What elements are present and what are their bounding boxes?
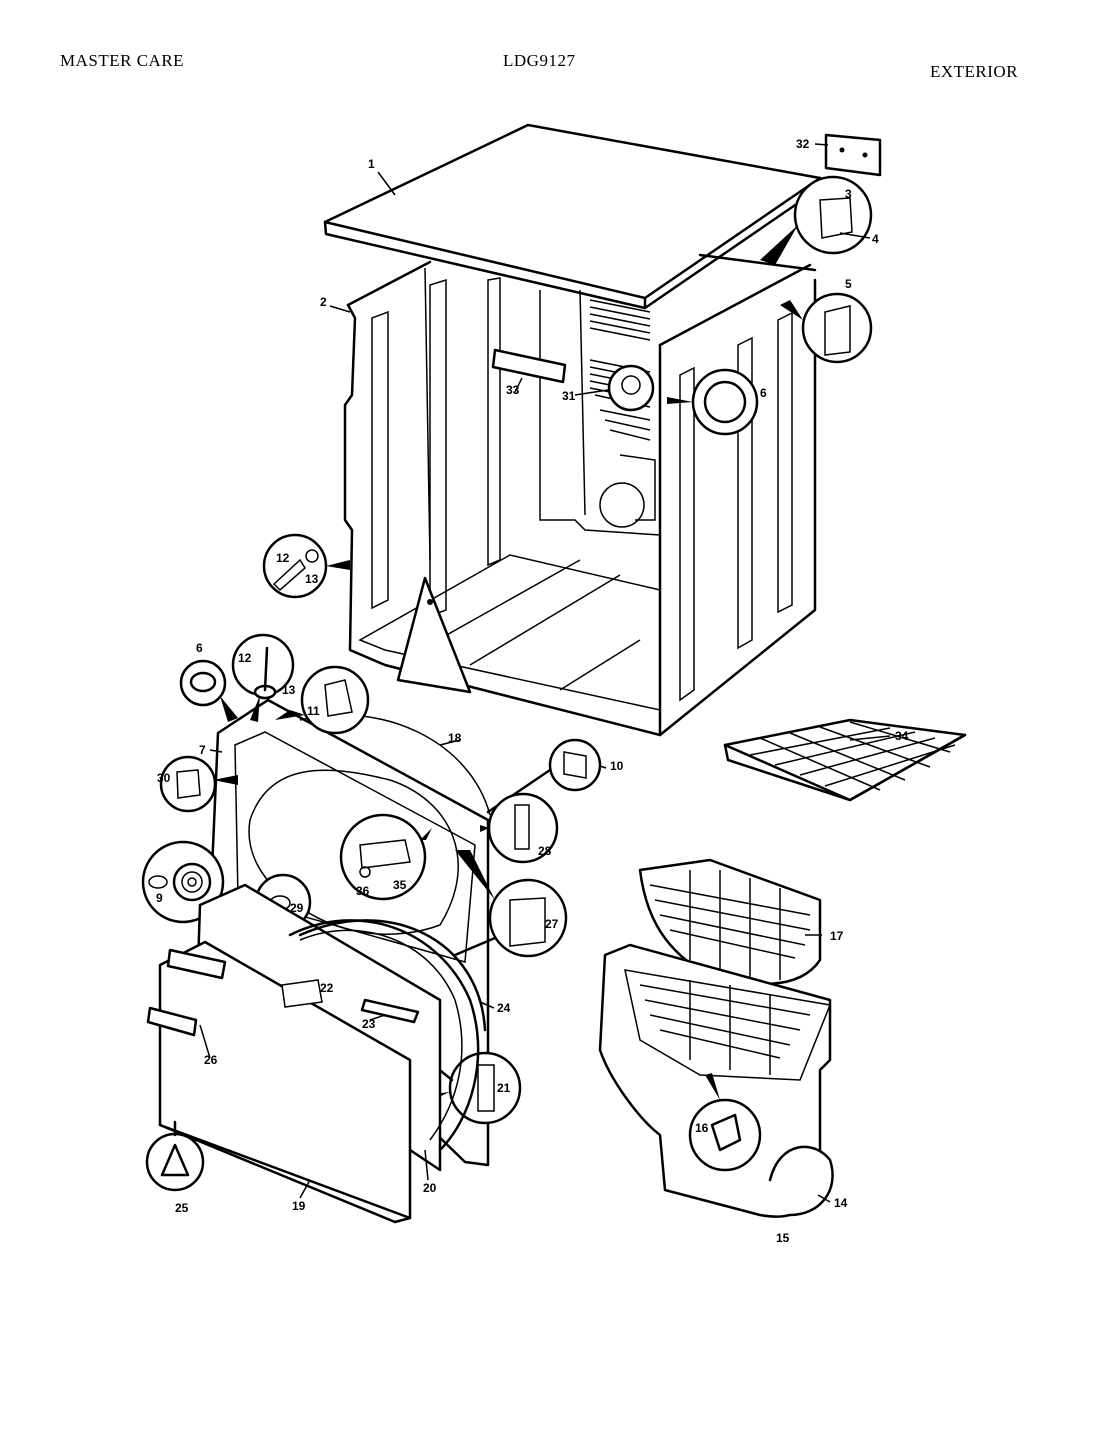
section-title: EXTERIOR	[930, 62, 1019, 81]
label-33: 33	[506, 383, 520, 397]
label-20: 20	[423, 1181, 437, 1195]
label-19: 19	[292, 1199, 306, 1213]
label-23: 23	[362, 1017, 376, 1031]
label-26: 26	[204, 1053, 218, 1067]
callout-30	[159, 755, 238, 813]
label-25: 25	[175, 1201, 189, 1215]
callout-12-13-upper	[262, 533, 350, 599]
callout-6-left	[179, 659, 238, 722]
label-4: 4	[872, 232, 879, 246]
label-12b: 12	[238, 651, 252, 665]
part-labels: 1 2 3 4 5 6 6 7 9 10 11 12 12 13 13 14 1…	[156, 137, 909, 1245]
label-6b: 6	[760, 386, 767, 400]
label-34: 34	[895, 729, 909, 743]
label-28: 28	[538, 844, 552, 858]
label-22: 22	[320, 981, 334, 995]
leader-lines	[199, 143, 891, 1203]
callout-28	[480, 792, 559, 864]
callout-11	[275, 665, 370, 735]
label-5: 5	[845, 277, 852, 291]
label-14: 14	[834, 1196, 848, 1210]
label-35: 35	[393, 878, 407, 892]
label-31: 31	[562, 389, 576, 403]
label-13b: 13	[282, 683, 296, 697]
label-12a: 12	[276, 551, 290, 565]
label-6a: 6	[196, 641, 203, 655]
callout-5	[780, 292, 873, 364]
label-30: 30	[157, 771, 171, 785]
base-duct-assembly	[598, 943, 834, 1218]
door-assembly	[146, 883, 487, 1224]
label-2: 2	[320, 295, 327, 309]
callout-25	[145, 1120, 205, 1192]
callout-6-right	[667, 368, 759, 436]
cabinet-assembly	[323, 123, 822, 737]
label-11: 11	[307, 704, 320, 718]
label-1: 1	[368, 157, 375, 171]
callout-9	[141, 840, 257, 1002]
label-15: 15	[776, 1231, 790, 1245]
label-3: 3	[845, 187, 852, 201]
label-9: 9	[156, 891, 163, 905]
rear-support	[396, 576, 472, 694]
label-13a: 13	[305, 572, 319, 586]
callout-3-4	[760, 175, 873, 265]
label-16: 16	[695, 1121, 709, 1135]
callout-27	[453, 850, 568, 958]
callout-10	[486, 738, 602, 814]
door-outer-panel	[158, 940, 412, 1220]
lint-screen	[638, 858, 822, 986]
label-36: 36	[356, 884, 370, 898]
drying-rack	[723, 718, 967, 802]
label-21: 21	[497, 1081, 511, 1095]
label-27: 27	[545, 917, 559, 931]
callout-12-13-lower	[231, 633, 295, 722]
brand-title: MASTER CARE	[60, 51, 185, 70]
label-24: 24	[497, 1001, 511, 1015]
label-17: 17	[830, 929, 844, 943]
label-32: 32	[796, 137, 810, 151]
part-32-bracket	[824, 133, 882, 177]
top-panel	[323, 123, 822, 300]
callout-35-36	[339, 813, 432, 901]
model-number: LDG9127	[503, 51, 576, 70]
label-10: 10	[610, 759, 624, 773]
label-7: 7	[199, 743, 206, 757]
label-29: 29	[290, 901, 304, 915]
